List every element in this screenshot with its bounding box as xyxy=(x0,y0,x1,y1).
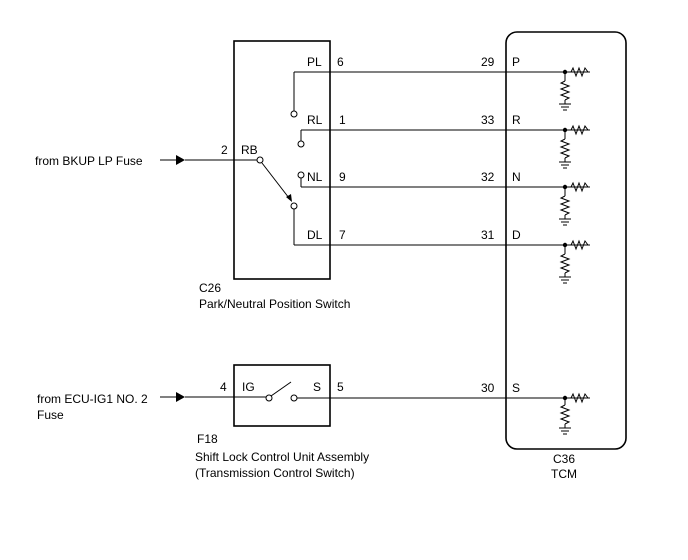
f18-component-name-line1: Shift Lock Control Unit Assembly xyxy=(195,450,369,464)
bkup-source-label: from BKUP LP Fuse xyxy=(35,154,143,168)
nl-contact xyxy=(297,171,305,187)
ecu-source-label-line2: Fuse xyxy=(37,408,64,422)
nl-terminal-label: NL xyxy=(307,170,323,184)
c26-switch-arm xyxy=(261,162,292,202)
f18-connector-code: F18 xyxy=(197,432,218,446)
tcm-component-name: TCM xyxy=(551,467,577,481)
tcm-resistor-network-r xyxy=(559,124,589,169)
ig-contact xyxy=(265,394,273,402)
tcm-resistor-network-p xyxy=(559,66,589,111)
tcm-n-label: N xyxy=(512,170,521,184)
dl-terminal-label: DL xyxy=(307,228,323,242)
f18-in-pin: 4 xyxy=(220,380,227,394)
c26-connector-code: C26 xyxy=(199,281,221,295)
dl-pin-number: 7 xyxy=(339,228,346,242)
tcm-n-pin: 32 xyxy=(481,170,495,184)
tcm-box xyxy=(505,31,627,450)
rb-common-contact xyxy=(256,156,264,164)
pl-terminal-label: PL xyxy=(307,55,322,69)
f18-out-label: S xyxy=(313,380,321,394)
pl-contact xyxy=(290,72,298,118)
dl-contact xyxy=(290,202,298,245)
c26-input-label: RB xyxy=(241,143,258,157)
f18-switch-arm xyxy=(270,381,292,397)
tcm-s-label: S xyxy=(512,381,520,395)
s-contact xyxy=(290,394,298,402)
tcm-connector-code: C36 xyxy=(553,452,575,466)
tcm-resistor-network-d xyxy=(559,239,589,284)
f18-out-pin: 5 xyxy=(337,380,344,394)
tcm-resistor-network-s xyxy=(559,392,589,435)
ecu-source-label-line1: from ECU-IG1 NO. 2 xyxy=(37,392,148,406)
tcm-r-label: R xyxy=(512,113,521,127)
f18-in-label: IG xyxy=(242,380,255,394)
f18-component-name-line2: (Transmission Control Switch) xyxy=(195,466,355,480)
c26-input-pin: 2 xyxy=(221,143,228,157)
c26-component-name: Park/Neutral Position Switch xyxy=(199,297,350,311)
tcm-d-label: D xyxy=(512,228,521,242)
tcm-p-label: P xyxy=(512,55,520,69)
ecu-input-arrow xyxy=(160,392,185,402)
tcm-r-pin: 33 xyxy=(481,113,495,127)
tcm-p-pin: 29 xyxy=(481,55,495,69)
pl-pin-number: 6 xyxy=(337,55,344,69)
bkup-input-arrow xyxy=(160,155,185,165)
rl-pin-number: 1 xyxy=(339,113,346,127)
tcm-resistor-network-n xyxy=(559,181,589,226)
nl-pin-number: 9 xyxy=(339,170,346,184)
rl-terminal-label: RL xyxy=(307,113,323,127)
rl-contact xyxy=(297,130,305,148)
tcm-d-pin: 31 xyxy=(481,228,495,242)
tcm-s-pin: 30 xyxy=(481,381,495,395)
f18-switch-box xyxy=(233,364,331,427)
